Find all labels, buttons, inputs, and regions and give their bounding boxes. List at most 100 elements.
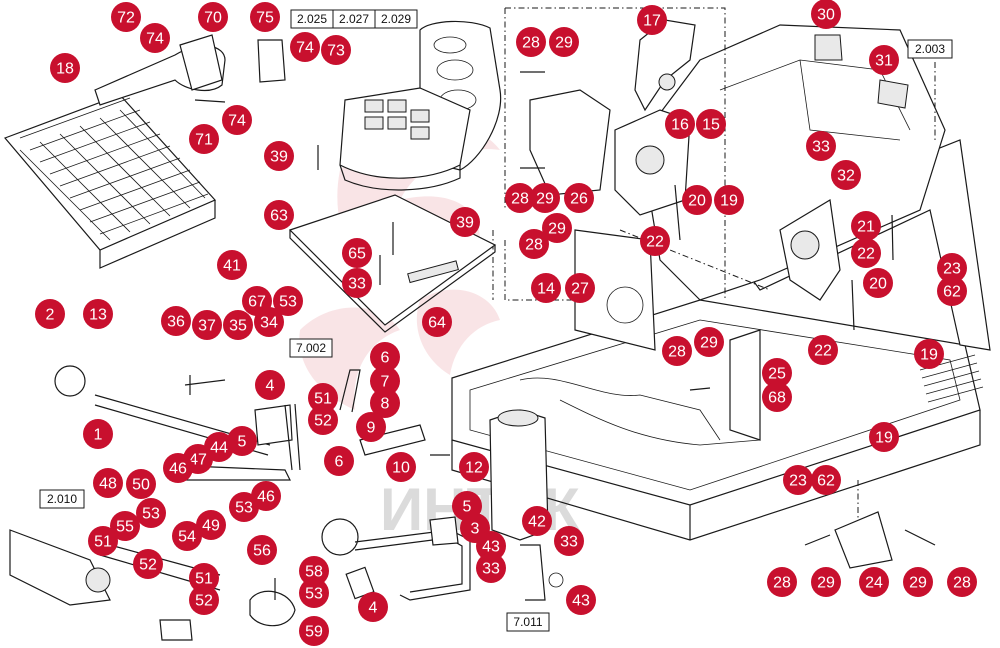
part-number: 20: [688, 193, 706, 210]
part-number: 9: [367, 420, 376, 437]
part-callout-10: 10: [386, 452, 416, 482]
part-number: 53: [305, 586, 323, 603]
part-callout-26: 26: [564, 183, 594, 213]
part-number: 8: [381, 396, 390, 413]
part-number: 28: [511, 191, 529, 208]
part-number: 20: [869, 276, 887, 293]
part-callout-8: 8: [370, 388, 400, 418]
part-number: 68: [768, 390, 786, 407]
reference-box: 2.025: [290, 9, 334, 29]
part-number: 14: [537, 281, 555, 298]
part-number: 22: [646, 234, 664, 251]
part-callout-24: 24: [859, 567, 889, 597]
part-callout-28: 28: [767, 567, 797, 597]
part-callout-42: 42: [522, 506, 552, 536]
part-callout-46: 46: [163, 453, 193, 483]
part-callout-19: 19: [869, 422, 899, 452]
part-callout-19: 19: [914, 339, 944, 369]
part-callout-43: 43: [566, 585, 596, 615]
part-callout-58: 58: [299, 556, 329, 586]
part-callout-29: 29: [903, 567, 933, 597]
part-number: 39: [270, 149, 288, 166]
part-number: 43: [482, 539, 500, 556]
part-number: 53: [235, 500, 253, 517]
part-number: 62: [943, 284, 961, 301]
part-number: 46: [257, 489, 275, 506]
part-number: 48: [99, 476, 117, 493]
part-callout-23: 23: [783, 465, 813, 495]
part-number: 41: [223, 258, 241, 275]
reference-label: 2.027: [339, 12, 369, 26]
part-number: 27: [571, 281, 589, 298]
part-number: 71: [195, 132, 213, 149]
part-callout-33: 33: [342, 268, 372, 298]
part-callout-73: 73: [321, 35, 351, 65]
part-number: 26: [570, 191, 588, 208]
part-number: 49: [202, 518, 220, 535]
part-callout-28: 28: [662, 336, 692, 366]
part-callout-63: 63: [264, 200, 294, 230]
seat-assembly: [339, 20, 502, 191]
part-callout-28: 28: [519, 229, 549, 259]
part-callout-48: 48: [93, 468, 123, 498]
part-callout-68: 68: [762, 382, 792, 412]
part-callout-54: 54: [172, 521, 202, 551]
part-number: 52: [195, 593, 213, 610]
part-number: 46: [169, 461, 187, 478]
part-callout-22: 22: [640, 226, 670, 256]
part-callout-29: 29: [530, 183, 560, 213]
reference-label: 2.003: [915, 42, 945, 56]
part-callout-28: 28: [505, 183, 535, 213]
part-callout-64: 64: [422, 307, 452, 337]
part-number: 67: [248, 294, 266, 311]
reference-label: 2.025: [297, 12, 327, 26]
part-number: 19: [920, 347, 938, 364]
reference-box: 7.002: [289, 338, 333, 358]
part-callout-15: 15: [696, 109, 726, 139]
part-callout-7: 7: [370, 366, 400, 396]
part-number: 73: [327, 43, 345, 60]
reference-label: 7.002: [296, 341, 326, 355]
part-number: 2: [46, 307, 55, 324]
part-callout-6: 6: [324, 446, 354, 476]
part-number: 30: [817, 7, 835, 24]
part-number: 74: [296, 40, 314, 57]
part-number: 56: [253, 543, 271, 560]
part-callout-29: 29: [694, 327, 724, 357]
part-number: 33: [348, 276, 366, 293]
reference-box: 2.010: [39, 489, 85, 509]
part-number: 1: [94, 427, 103, 444]
part-callout-4: 4: [255, 370, 285, 400]
part-callout-13: 13: [83, 299, 113, 329]
control-linkage: [9, 365, 564, 641]
part-callout-35: 35: [223, 310, 253, 340]
part-callout-52: 52: [308, 405, 338, 435]
reference-label: 2.010: [47, 492, 77, 506]
part-callout-71: 71: [189, 124, 219, 154]
part-callout-36: 36: [161, 306, 191, 336]
part-callout-21: 21: [851, 211, 881, 241]
part-callout-34: 34: [254, 307, 284, 337]
part-number: 25: [768, 366, 786, 383]
part-number: 74: [146, 31, 164, 48]
part-number: 55: [116, 519, 134, 536]
part-callout-62: 62: [937, 276, 967, 306]
part-number: 5: [238, 434, 247, 451]
part-callout-56: 56: [247, 535, 277, 565]
part-number: 23: [943, 261, 961, 278]
part-number: 75: [256, 10, 274, 27]
part-number: 6: [381, 350, 390, 367]
part-number: 7: [381, 374, 390, 391]
part-callout-1: 1: [83, 419, 113, 449]
part-callout-52: 52: [189, 585, 219, 615]
part-callout-29: 29: [811, 567, 841, 597]
part-number: 36: [167, 314, 185, 331]
part-number: 51: [195, 571, 213, 588]
part-number: 59: [305, 624, 323, 641]
part-number: 29: [909, 575, 927, 592]
part-callout-17: 17: [637, 5, 667, 35]
reference-box: 2.029: [374, 9, 418, 29]
part-number: 39: [456, 215, 474, 232]
